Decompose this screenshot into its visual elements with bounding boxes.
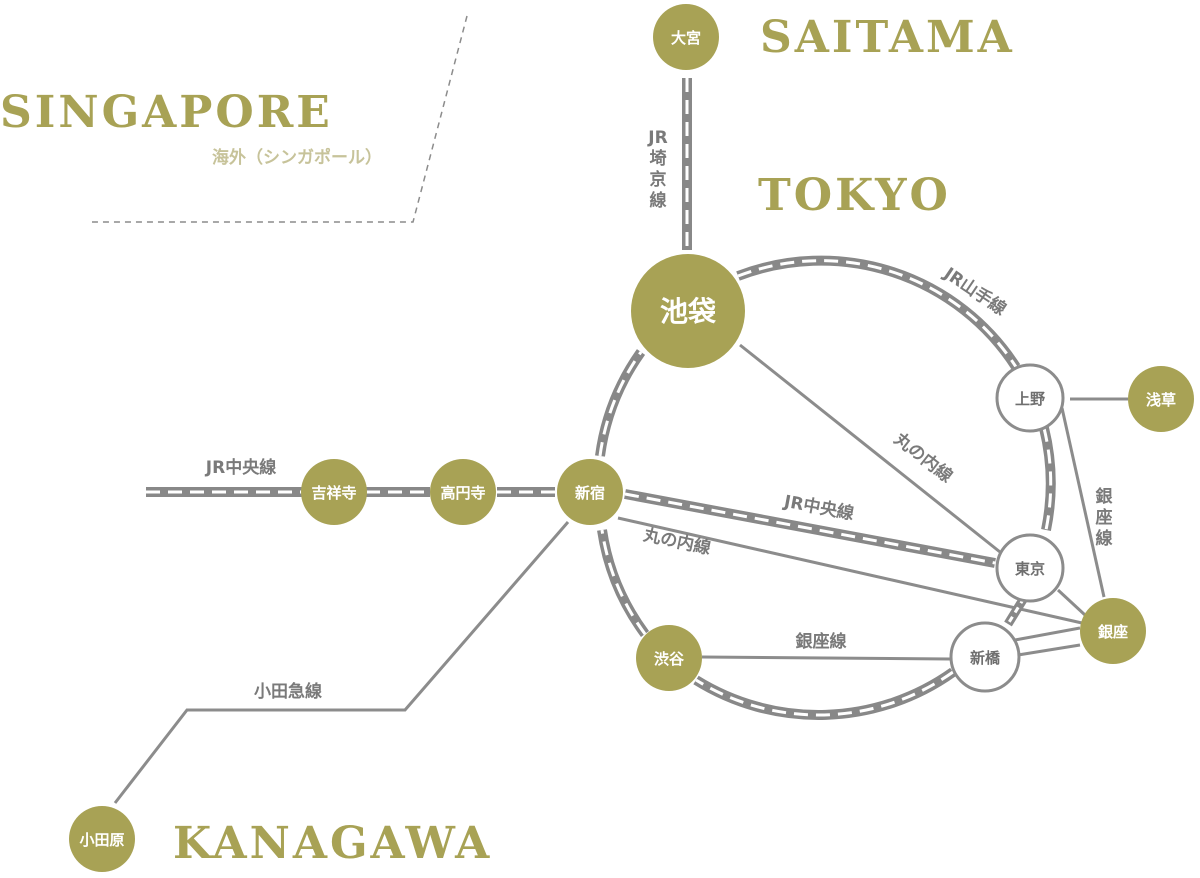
label-saikyo-line-1: JR <box>647 128 667 148</box>
svg-text:新宿: 新宿 <box>575 484 605 502</box>
svg-text:渋谷: 渋谷 <box>654 650 685 668</box>
label-ginza-line-2a: 銀 <box>1096 486 1113 507</box>
station-odawara[interactable]: 小田原 <box>69 806 135 872</box>
label-yamanote-line: JR山手線 <box>939 262 1010 319</box>
line-labels: JR 埼 京 線 JR山手線 JR中央線 JR中央線 丸の内線 丸の内線 銀座線… <box>205 128 1113 702</box>
plain-lines <box>113 343 1128 804</box>
label-ginza-line-1: 銀座線 <box>796 631 847 652</box>
station-tokyo[interactable]: 東京 <box>995 533 1065 603</box>
label-marunouchi-line-2: 丸の内線 <box>641 524 713 559</box>
station-kichijoji[interactable]: 吉祥寺 <box>301 459 367 525</box>
station-omiya[interactable]: 大宮 <box>653 4 719 70</box>
region-singapore-sub: 海外（シンガポール） <box>212 147 382 168</box>
svg-text:池袋: 池袋 <box>660 295 717 328</box>
svg-text:東京: 東京 <box>1015 560 1045 578</box>
marunouchi-line-ikebukuro-tokyo <box>739 343 1001 554</box>
label-ginza-line-2b: 座 <box>1096 507 1113 528</box>
svg-text:浅草: 浅草 <box>1146 391 1176 409</box>
label-marunouchi-line-1: 丸の内線 <box>889 428 956 487</box>
station-shibuya[interactable]: 渋谷 <box>636 625 702 691</box>
svg-text:銀座: 銀座 <box>1098 623 1128 641</box>
station-ikebukuro[interactable]: 池袋 <box>631 254 745 368</box>
station-ueno[interactable]: 上野 <box>995 363 1065 433</box>
marunouchi-line-shinjuku-ginza <box>617 516 1083 625</box>
label-saikyo-line-3: 京 <box>650 169 667 190</box>
svg-text:上野: 上野 <box>1015 390 1045 408</box>
odakyu-line <box>113 521 570 804</box>
region-saitama: SAITAMA <box>760 12 1015 63</box>
ginza-line-ueno-ginza <box>1060 407 1106 598</box>
svg-text:高円寺: 高円寺 <box>440 484 485 502</box>
ginza-line-shimbashi-ginza-1 <box>1014 626 1081 642</box>
label-saikyo-line-2: 埼 <box>650 148 667 169</box>
ginza-line-shimbashi-ginza-2 <box>1017 643 1081 657</box>
svg-text:新橋: 新橋 <box>970 649 1001 667</box>
label-saikyo-line-4: 線 <box>650 190 667 211</box>
station-ginza[interactable]: 銀座 <box>1080 598 1146 664</box>
station-shimbashi[interactable]: 新橋 <box>949 621 1021 693</box>
label-chuo-line-west: JR中央線 <box>205 457 276 478</box>
rail-lines <box>146 78 1056 720</box>
station-koenji[interactable]: 高円寺 <box>430 459 496 525</box>
svg-text:吉祥寺: 吉祥寺 <box>311 484 356 502</box>
ginza-line-tokyo-ginza <box>1056 588 1087 617</box>
region-kanagawa: KANAGAWA <box>173 818 492 869</box>
ginza-line-shibuya-shimbashi <box>701 655 951 661</box>
region-tokyo: TOKYO <box>758 170 951 221</box>
station-asakusa[interactable]: 浅草 <box>1128 366 1194 432</box>
svg-text:小田原: 小田原 <box>79 831 124 849</box>
svg-text:大宮: 大宮 <box>671 29 701 47</box>
singapore-boundary <box>92 15 468 223</box>
label-odakyu-line: 小田急線 <box>254 681 322 702</box>
region-singapore: SINGAPORE <box>0 87 333 138</box>
stations: 大宮 池袋 浅草 吉祥寺 高円寺 新宿 銀座 渋谷 <box>69 4 1194 872</box>
label-chuo-line-east: JR中央線 <box>781 491 855 525</box>
label-ginza-line-2c: 線 <box>1096 528 1113 549</box>
station-shinjuku[interactable]: 新宿 <box>557 459 623 525</box>
